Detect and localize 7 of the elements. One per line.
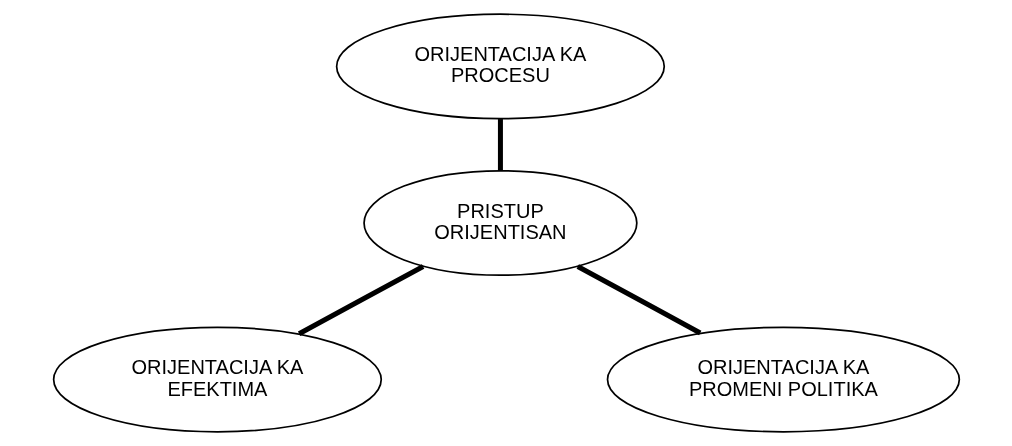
node-ellipse: ORIJENTACIJA KA PROMENI POLITIKA	[606, 326, 960, 433]
connector	[497, 119, 503, 171]
connector	[297, 264, 424, 336]
connector	[576, 264, 701, 336]
node-ellipse: ORIJENTACIJA KA PROCESU	[335, 13, 665, 120]
node-ellipse: PRISTUP ORIJENTISAN	[362, 169, 638, 277]
node-ellipse: ORIJENTACIJA KA EFEKTIMA	[52, 326, 382, 433]
